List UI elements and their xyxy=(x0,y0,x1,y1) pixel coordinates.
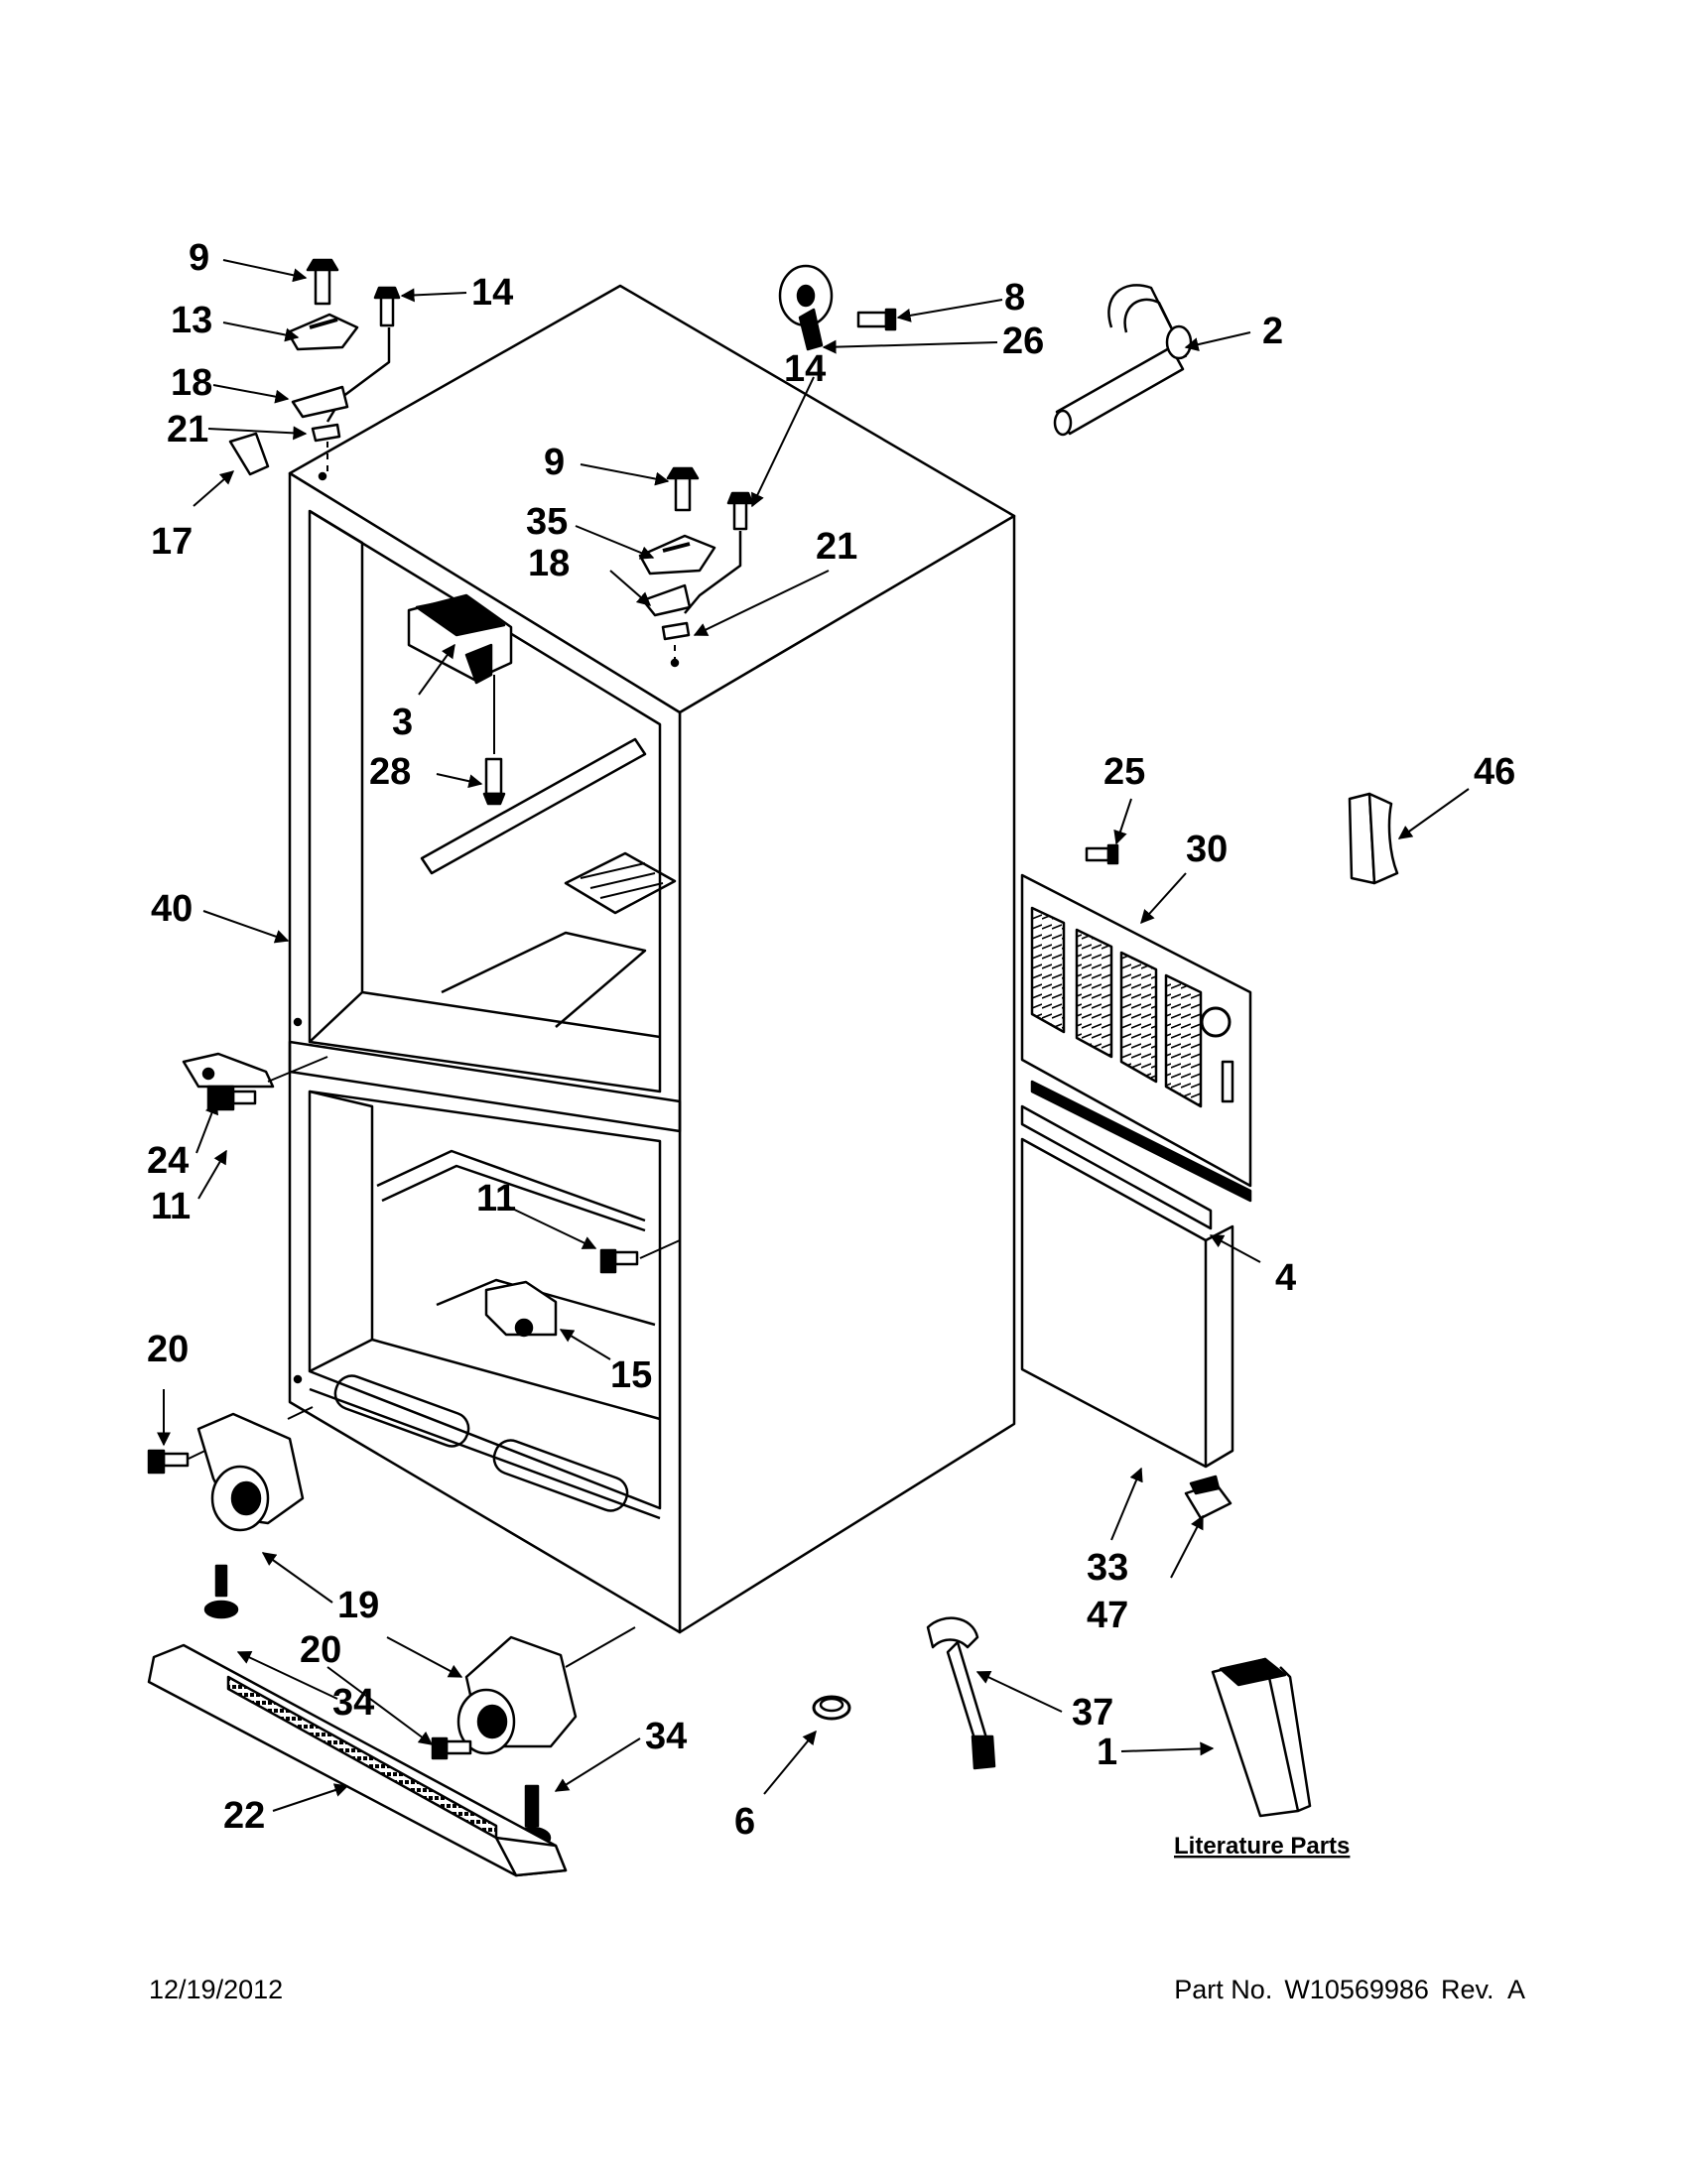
callout-3: 3 xyxy=(392,702,413,743)
callout-1: 1 xyxy=(1097,1732,1117,1773)
inner-parts xyxy=(147,593,681,1475)
callout-17: 17 xyxy=(151,521,193,563)
callout-18-top-left: 18 xyxy=(171,362,212,404)
callout-40: 40 xyxy=(151,888,193,930)
callout-15: 15 xyxy=(610,1354,652,1396)
refrigerator-cabinet xyxy=(288,284,1016,1634)
literature-parts-label: Literature Parts xyxy=(1174,1833,1350,1860)
callout-33: 33 xyxy=(1087,1547,1128,1589)
callout-35: 35 xyxy=(526,501,568,543)
wrench-part-37 xyxy=(926,1616,996,1770)
leader-arrows xyxy=(157,259,1470,1812)
callout-14-top-left: 14 xyxy=(471,272,513,314)
revision-label: Rev. A xyxy=(1440,1975,1525,2004)
ring-part-6 xyxy=(812,1695,851,1721)
clip-part-47 xyxy=(1184,1475,1233,1520)
callout-8: 8 xyxy=(1004,277,1025,319)
callout-34-right: 34 xyxy=(645,1716,687,1757)
callout-18-top-right: 18 xyxy=(528,543,570,584)
footer-part-number: Part No. W10569986 Rev. A xyxy=(1174,1975,1525,2005)
callout-11-left: 11 xyxy=(151,1186,191,1227)
callout-9-top-right: 9 xyxy=(544,442,565,483)
callout-26: 26 xyxy=(1002,321,1044,362)
callout-19: 19 xyxy=(337,1585,379,1626)
callout-labels: 9 14 13 18 21 17 8 26 2 9 14 35 18 21 3 … xyxy=(147,237,1515,1860)
callout-24: 24 xyxy=(147,1140,189,1182)
water-valve-part-26 xyxy=(778,264,897,351)
callout-14-top-right: 14 xyxy=(784,348,826,390)
roller-assembly-left xyxy=(196,1406,314,1619)
callout-6: 6 xyxy=(734,1801,755,1843)
callout-25: 25 xyxy=(1103,751,1145,793)
literature-parts-part-1 xyxy=(1211,1657,1312,1818)
callout-20-center: 20 xyxy=(300,1629,341,1671)
footer-date: 12/19/2012 xyxy=(149,1975,284,2004)
callout-47: 47 xyxy=(1087,1595,1128,1636)
toe-kick-panel-part-33 xyxy=(1020,1104,1234,1469)
callout-2: 2 xyxy=(1262,311,1283,352)
top-hinge-right xyxy=(638,466,754,665)
base-grille-part-22 xyxy=(147,1643,568,1877)
water-tube-part-2 xyxy=(1053,284,1193,437)
part-number-value: W10569986 xyxy=(1284,1975,1429,2004)
callout-4: 4 xyxy=(1275,1257,1296,1299)
callout-46: 46 xyxy=(1474,751,1515,793)
top-hinge-left xyxy=(228,258,401,476)
rear-access-panel-part-30 xyxy=(1020,843,1252,1203)
callout-9-top-left: 9 xyxy=(189,237,209,279)
roller-assembly-right xyxy=(431,1626,636,1850)
trim-part-46 xyxy=(1348,792,1399,885)
callout-34-left: 34 xyxy=(332,1682,374,1724)
callout-11-inner: 11 xyxy=(476,1178,516,1220)
callout-13: 13 xyxy=(171,300,212,341)
part-number-label: Part No. xyxy=(1174,1975,1273,2004)
callout-30: 30 xyxy=(1186,829,1228,870)
callout-22: 22 xyxy=(223,1795,265,1837)
callout-21-top-left: 21 xyxy=(167,409,208,450)
callout-28: 28 xyxy=(369,751,411,793)
callout-20-left: 20 xyxy=(147,1329,189,1370)
callout-21-top-right: 21 xyxy=(816,526,857,568)
callout-37: 37 xyxy=(1072,1692,1113,1734)
